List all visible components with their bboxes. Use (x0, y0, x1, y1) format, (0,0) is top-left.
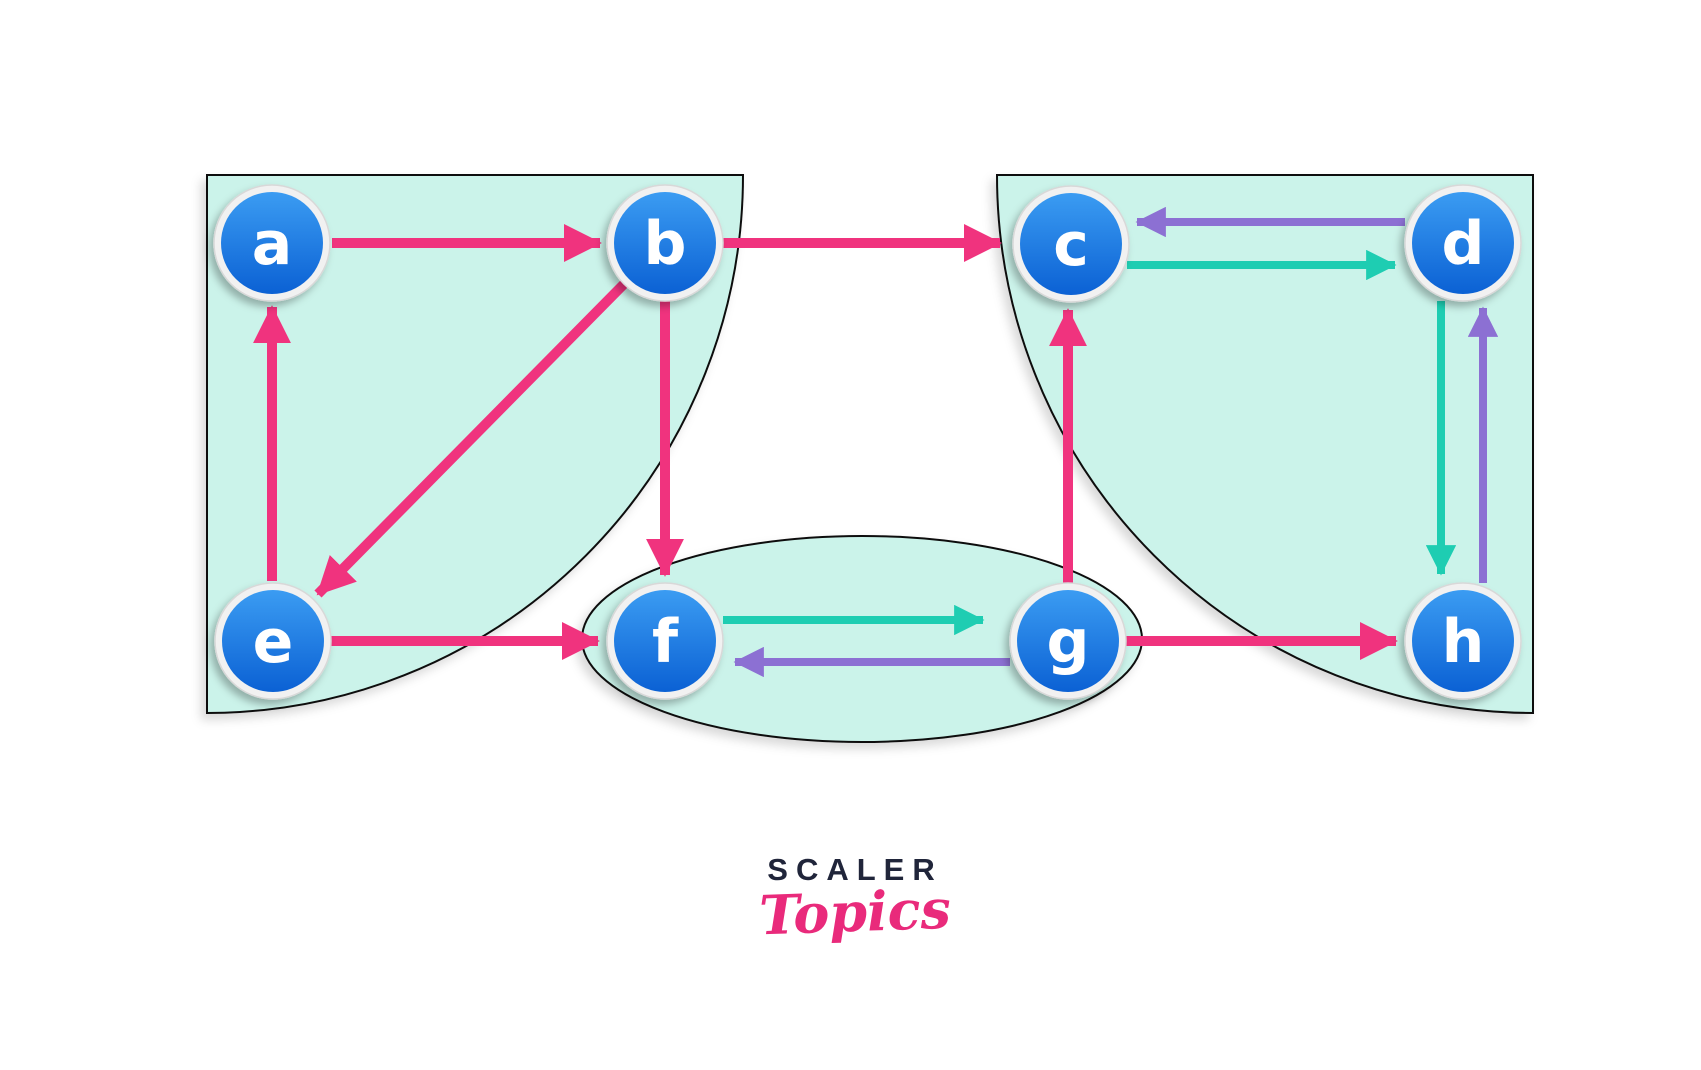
node-f: f (606, 582, 724, 700)
node-h: h (1404, 582, 1522, 700)
scaler-topics-logo: SCALER Topics (695, 852, 1015, 947)
node-b-circle (614, 192, 716, 294)
logo-topics-text: Topics (758, 876, 952, 948)
node-f-label: f (652, 607, 679, 677)
node-h-circle (1412, 590, 1514, 692)
node-a-circle (221, 192, 323, 294)
logo-scaler-text: SCALER (767, 852, 943, 887)
node-e-label: e (253, 607, 294, 677)
node-c-label: c (1053, 210, 1089, 280)
node-b: b (606, 184, 724, 302)
node-a: a (213, 184, 331, 302)
node-c-circle (1020, 193, 1122, 295)
node-h-label: h (1442, 607, 1485, 677)
node-c: c (1012, 185, 1130, 303)
node-d-label: d (1442, 209, 1485, 279)
scc-region-cdh (995, 174, 1534, 715)
node-b-label: b (644, 209, 687, 279)
node-d: d (1404, 184, 1522, 302)
node-f-circle (614, 590, 716, 692)
node-d-circle (1412, 192, 1514, 294)
node-g-label: g (1047, 607, 1090, 677)
node-g-circle (1017, 590, 1119, 692)
node-a-label: a (252, 209, 293, 279)
node-e: e (214, 582, 332, 700)
edge-b-to-e (314, 280, 628, 598)
node-g: g (1009, 582, 1127, 700)
node-e-circle (222, 590, 324, 692)
